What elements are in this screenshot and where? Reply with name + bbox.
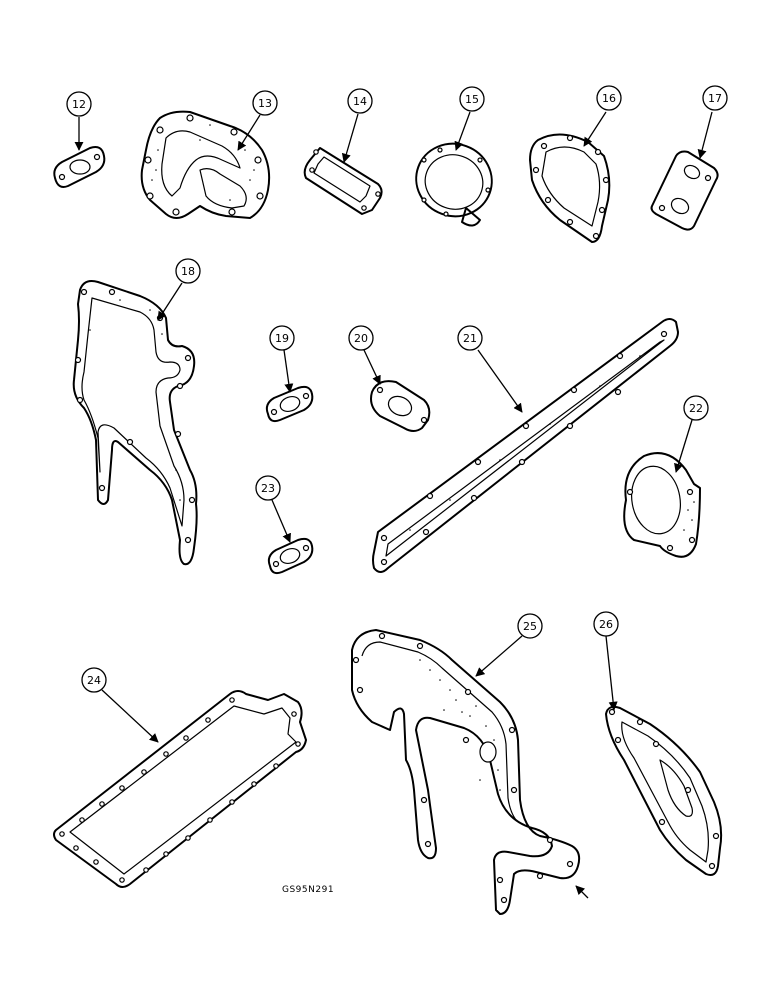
svg-text:23: 23 xyxy=(261,482,275,495)
callout-26: 26 xyxy=(593,611,619,637)
svg-text:17: 17 xyxy=(708,92,722,105)
leader-24 xyxy=(101,689,159,743)
svg-text:20: 20 xyxy=(354,332,368,345)
leader-23 xyxy=(271,499,291,543)
gasket-12 xyxy=(53,146,106,188)
leader-15 xyxy=(454,111,471,151)
leader-25 xyxy=(475,635,523,677)
gasket-18 xyxy=(72,280,198,566)
svg-text:22: 22 xyxy=(689,402,703,415)
callout-25: 25 xyxy=(517,613,543,639)
gasket-24 xyxy=(53,690,307,888)
callout-12: 12 xyxy=(66,91,92,117)
callout-15: 15 xyxy=(459,86,485,112)
leader-17 xyxy=(697,111,713,159)
svg-text:21: 21 xyxy=(463,332,477,345)
gasket-22 xyxy=(623,452,701,558)
callout-13: 13 xyxy=(252,90,278,116)
leader-21 xyxy=(477,349,523,413)
gasket-14 xyxy=(303,147,383,215)
callout-22: 22 xyxy=(683,395,709,421)
svg-text:24: 24 xyxy=(87,674,101,687)
svg-text:16: 16 xyxy=(602,92,616,105)
gasket-19 xyxy=(265,385,314,423)
svg-text:25: 25 xyxy=(523,620,537,633)
leader-18 xyxy=(157,282,183,321)
svg-text:14: 14 xyxy=(353,95,367,108)
leader-14 xyxy=(341,113,359,163)
svg-text:19: 19 xyxy=(275,332,289,345)
gasket-21 xyxy=(372,318,679,573)
leader-26 xyxy=(605,635,618,711)
callout-21: 21 xyxy=(457,325,483,351)
callout-19: 19 xyxy=(269,325,295,351)
svg-text:26: 26 xyxy=(599,618,613,631)
callout-17: 17 xyxy=(702,85,728,111)
gasket-15 xyxy=(415,142,493,227)
drawing-code: GS95N291 xyxy=(282,885,334,895)
svg-text:13: 13 xyxy=(258,97,272,110)
callout-14: 14 xyxy=(347,88,373,114)
svg-text:15: 15 xyxy=(465,93,479,106)
gasket-26 xyxy=(605,705,723,876)
leader-20 xyxy=(363,349,381,385)
leader-16 xyxy=(583,111,607,147)
callout-16: 16 xyxy=(596,85,622,111)
leader-lines xyxy=(74,111,713,743)
gasket-13 xyxy=(140,110,271,219)
gasket-20 xyxy=(370,380,431,432)
svg-text:18: 18 xyxy=(181,265,195,278)
leader-13 xyxy=(237,114,261,151)
leader-22 xyxy=(674,419,693,473)
callout-24: 24 xyxy=(81,667,107,693)
callout-20: 20 xyxy=(348,325,374,351)
callout-23: 23 xyxy=(255,475,281,501)
callout-18: 18 xyxy=(175,258,201,284)
leader-19 xyxy=(283,349,294,393)
gasket-16 xyxy=(529,133,611,243)
gasket-23 xyxy=(267,537,314,575)
assembly-arrow xyxy=(575,885,589,899)
gasket-25 xyxy=(351,629,589,915)
svg-text:12: 12 xyxy=(72,98,86,111)
gasket-17 xyxy=(650,150,719,231)
